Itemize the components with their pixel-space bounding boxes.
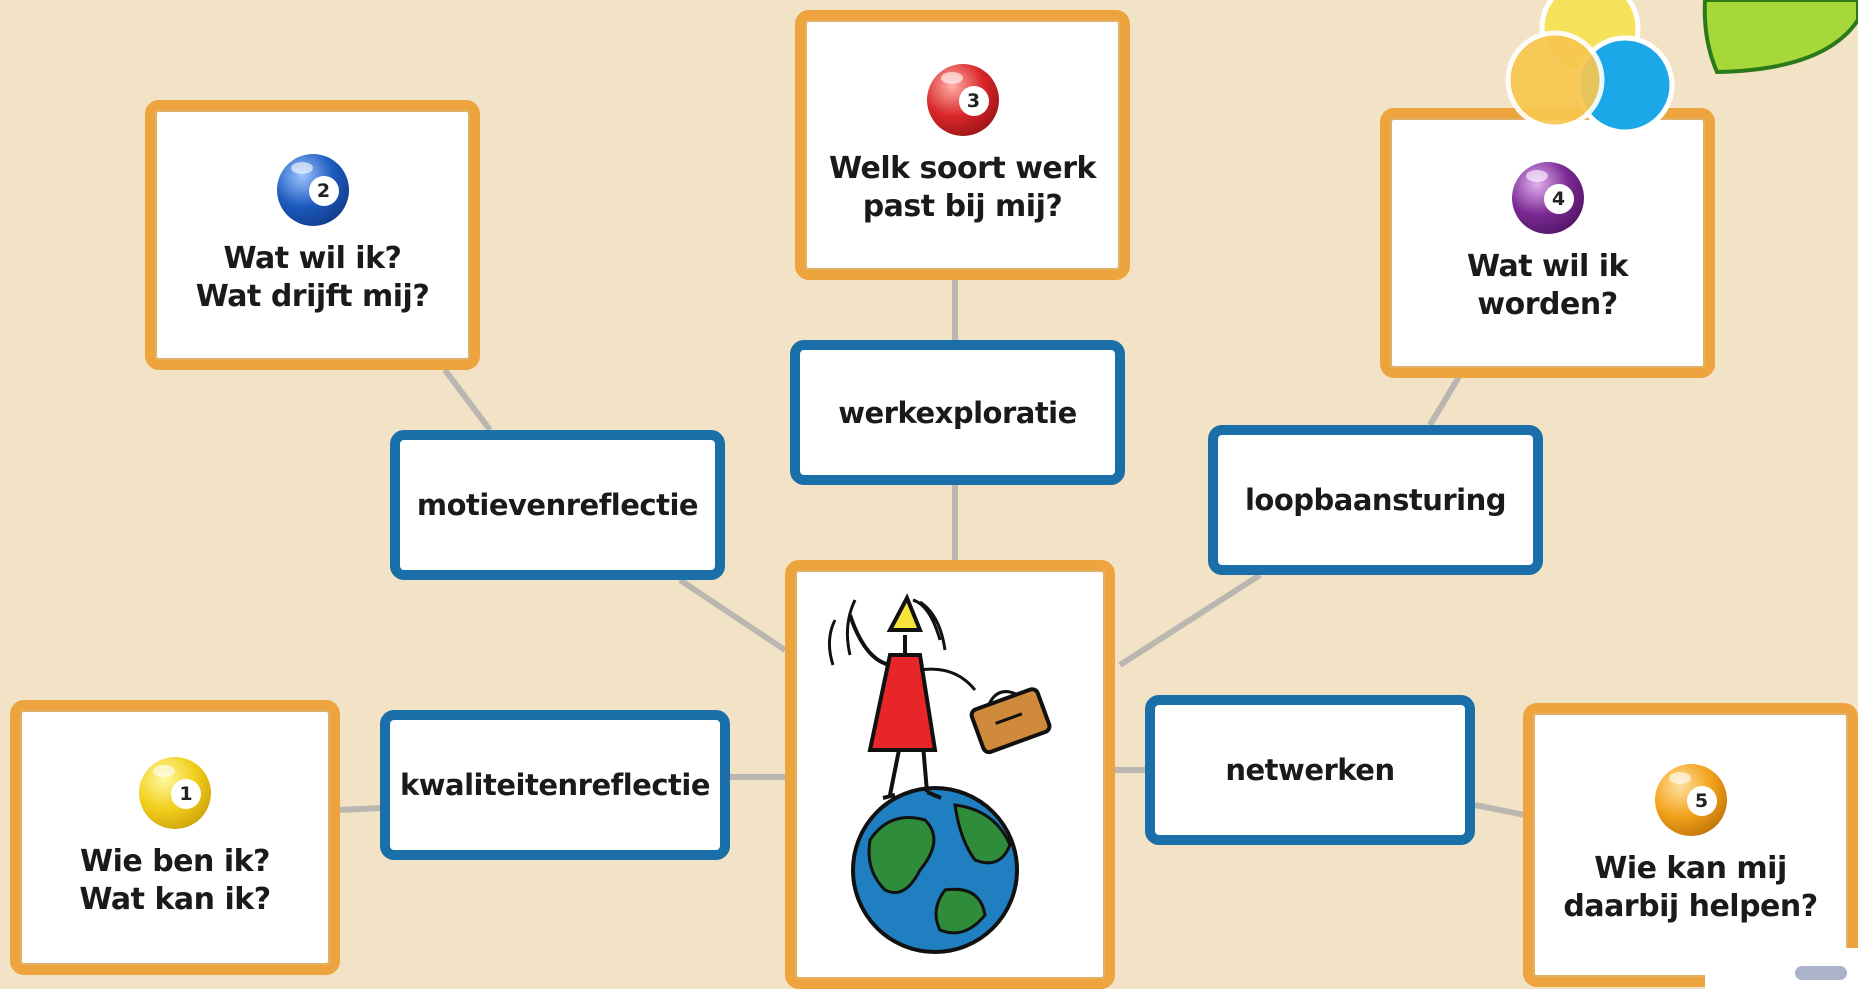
corner-control[interactable] <box>1705 948 1858 989</box>
number-ball-icon: 2 <box>276 154 349 226</box>
number-ball-icon: 1 <box>139 756 211 829</box>
question-2: 2 Wat wil ik? Wat drijft mij? <box>145 100 480 370</box>
question-text: Wat wil ik? Wat drijft mij? <box>195 241 430 314</box>
question-4: 4 Wat wil ik worden? <box>1380 108 1715 378</box>
question-text: Welk soort werk past bij mij? <box>828 151 1097 224</box>
category-label: kwaliteitenreflectie <box>399 768 711 802</box>
category-label: netwerken <box>1225 753 1395 787</box>
person-icon <box>867 653 938 752</box>
question-number: 2 <box>308 176 339 206</box>
number-ball-icon: 3 <box>926 64 999 136</box>
connector-netwerken-q5 <box>1474 802 1526 818</box>
category-motievenreflectie: motievenreflectie <box>390 430 725 580</box>
category-netwerken: netwerken <box>1145 695 1475 845</box>
question-text: Wie ben ik? Wat kan ik? <box>79 843 271 917</box>
number-ball-icon: 5 <box>1654 764 1727 836</box>
category-label: werkexploratie <box>838 395 1077 430</box>
question-5: 5 Wie kan mij daarbij helpen? <box>1523 703 1858 987</box>
category-werkexploratie: werkexploratie <box>790 340 1125 485</box>
person-on-globe-illustration <box>828 593 1052 954</box>
category-label: motievenreflectie <box>416 488 699 522</box>
question-text: Wat wil ik worden? <box>1466 249 1629 322</box>
center-illustration-box <box>785 560 1115 989</box>
question-text: Wie kan mij daarbij helpen? <box>1563 851 1818 924</box>
suitcase-icon <box>969 687 1052 755</box>
question-number: 3 <box>958 86 989 116</box>
category-loopbaansturing: loopbaansturing <box>1208 425 1543 575</box>
category-label: loopbaansturing <box>1244 483 1507 517</box>
question-number: 5 <box>1686 786 1717 816</box>
connector-kwaliteiten-q1 <box>337 805 381 813</box>
number-ball-icon: 4 <box>1511 162 1584 234</box>
connector-center-loopbaan <box>1118 572 1262 668</box>
question-number: 1 <box>171 778 201 809</box>
question-number: 4 <box>1543 184 1574 214</box>
connector-loopbaan-q4 <box>1427 373 1463 427</box>
connector-center-motieven <box>678 577 787 653</box>
question-1: 1 Wie ben ik? Wat kan ik? <box>10 700 340 975</box>
logo-circles-icon <box>1505 0 1858 135</box>
question-3: 3 Welk soort werk past bij mij? <box>795 10 1130 280</box>
connector-motieven-q2 <box>442 368 493 432</box>
category-kwaliteitenreflectie: kwaliteitenreflectie <box>380 710 730 860</box>
